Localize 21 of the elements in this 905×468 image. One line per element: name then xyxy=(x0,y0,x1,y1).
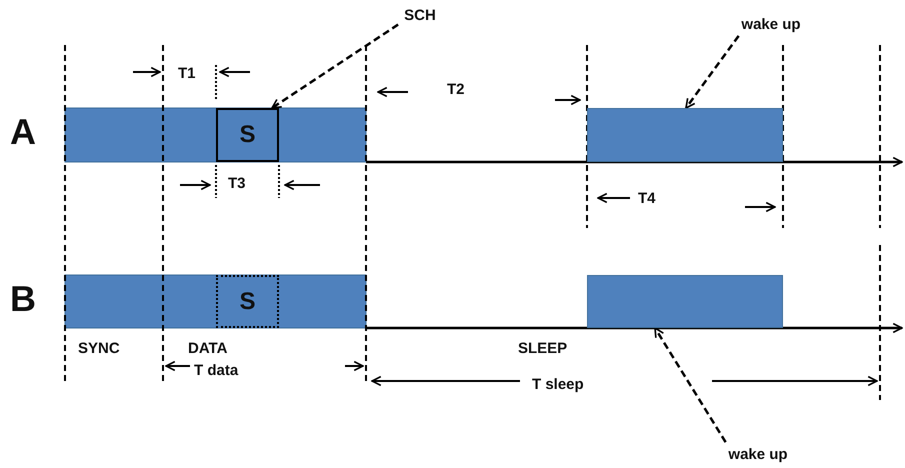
signal-bar xyxy=(587,108,783,162)
leader-line xyxy=(271,24,399,110)
duration-label: T1 xyxy=(178,64,196,83)
duration-label: T data xyxy=(194,361,238,380)
phase-label: SLEEP xyxy=(518,339,568,358)
signal-bar xyxy=(587,275,783,328)
leader-line xyxy=(654,327,727,443)
phase-label: SYNC xyxy=(78,339,120,358)
slot-box: S xyxy=(216,108,279,162)
callout-text: wake up xyxy=(735,12,807,36)
slot-box: S xyxy=(216,275,279,328)
signal-name: B xyxy=(10,279,36,319)
leader-line xyxy=(685,35,740,109)
duration-label: T2 xyxy=(447,80,465,99)
duration-label: T4 xyxy=(638,189,656,208)
phase-label: DATA xyxy=(188,339,228,358)
callout-text: wake up xyxy=(722,442,794,466)
duration-label: T sleep xyxy=(532,375,584,394)
signal-name: A xyxy=(10,112,36,152)
duration-label: T3 xyxy=(228,174,246,193)
callout-text: SCH xyxy=(398,4,442,26)
